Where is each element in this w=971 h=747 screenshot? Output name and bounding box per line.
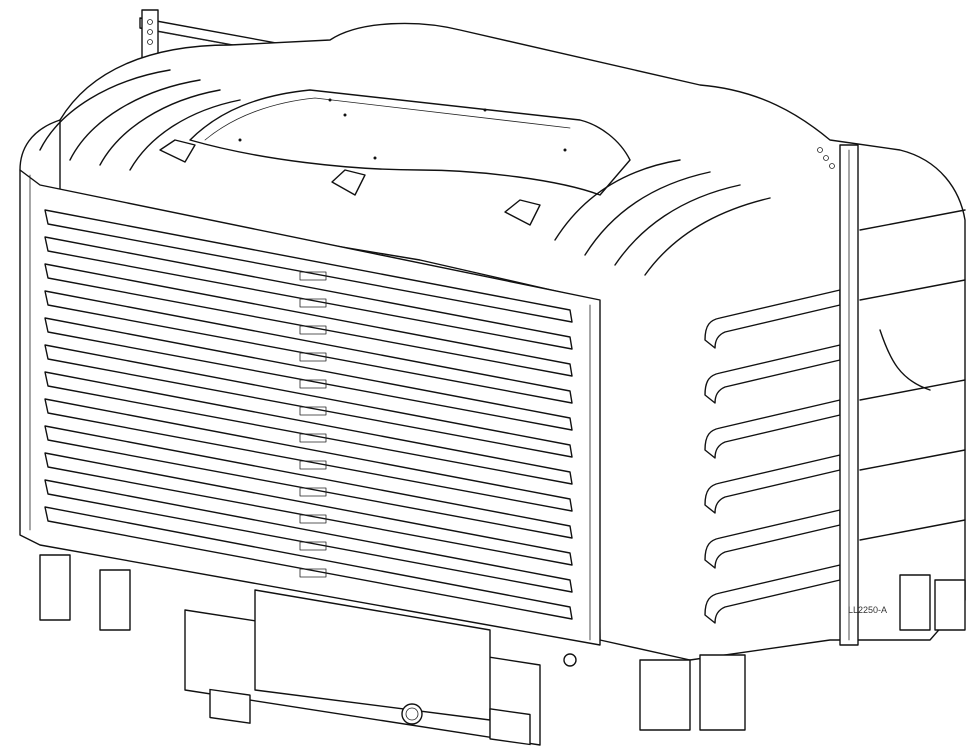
- louver-clip: [299, 460, 327, 470]
- louver-clip: [299, 568, 327, 578]
- top-ribs-right: [554, 159, 771, 276]
- louver-slat: [44, 425, 573, 539]
- front-louvers: [44, 209, 573, 620]
- lifting-handles: [159, 139, 541, 226]
- right-side-panel: [859, 209, 966, 541]
- corner-post: [817, 144, 859, 646]
- louver-clip: [299, 298, 327, 308]
- louver-clip: [299, 325, 327, 335]
- louver-slat: [44, 479, 573, 593]
- louver-slat: [44, 236, 573, 350]
- louver-clip: [299, 487, 327, 497]
- top-access-panel: [189, 89, 631, 196]
- louver-clip: [299, 271, 327, 281]
- louver-clip: [299, 352, 327, 362]
- louver-slat: [44, 398, 573, 512]
- louver-clip: [299, 406, 327, 416]
- louver-slat: [44, 344, 573, 458]
- louver-slat: [44, 209, 573, 323]
- louver-slat: [44, 317, 573, 431]
- louver-slat: [44, 452, 573, 566]
- reference-label: LL2250-A: [848, 605, 887, 615]
- top-ribs-left: [39, 69, 241, 171]
- louver-clip: [299, 541, 327, 551]
- louver-clip: [299, 379, 327, 389]
- louver-slat: [44, 371, 573, 485]
- louver-slat: [44, 506, 573, 620]
- louver-slat: [44, 290, 573, 404]
- louver-clip: [299, 433, 327, 443]
- louver-slat: [44, 263, 573, 377]
- base-electrical-box: [184, 589, 577, 746]
- louver-clip: [299, 514, 327, 524]
- support-feet: [39, 554, 966, 731]
